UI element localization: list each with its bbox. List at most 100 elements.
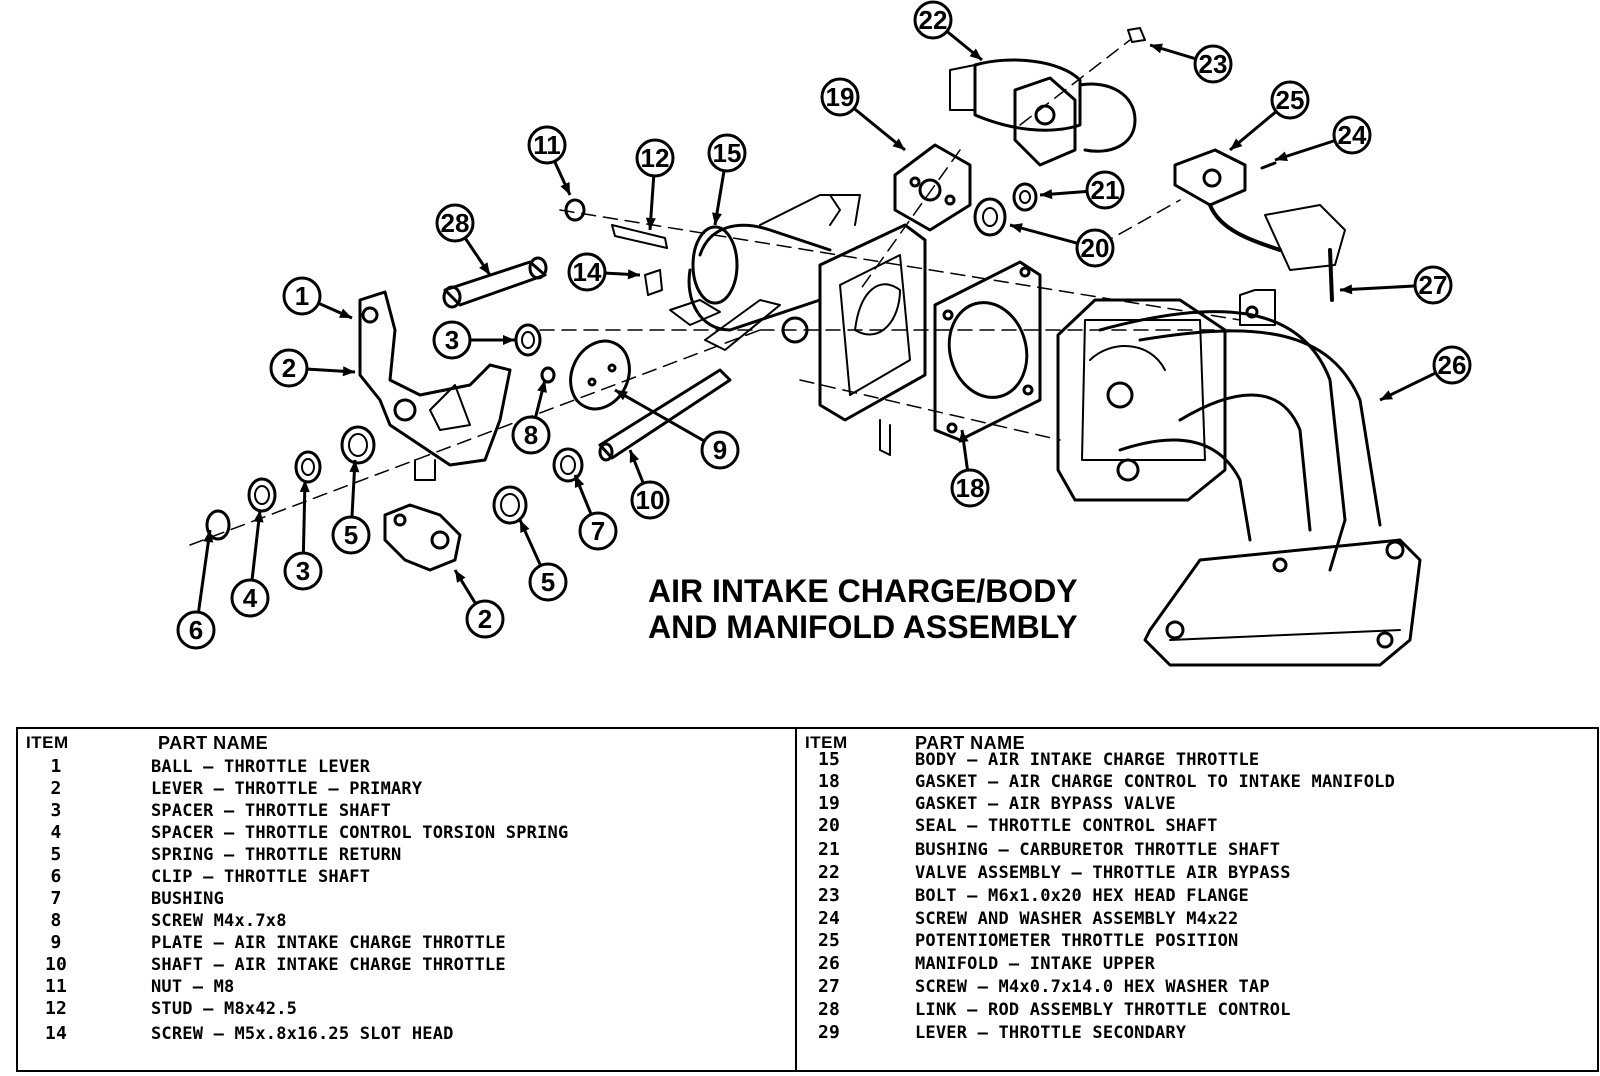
callout-10: 10: [628, 449, 670, 520]
callout-arrowhead: [958, 430, 969, 443]
callout-arrowhead: [1340, 284, 1353, 295]
callout-number: 3: [296, 556, 310, 586]
callout-arrowhead: [299, 480, 310, 493]
callout-6: 6: [176, 529, 216, 650]
callout-arrowhead: [503, 335, 515, 345]
legend-item-number: 24: [817, 908, 841, 929]
callout-circle: [820, 77, 860, 117]
callout-arrowhead: [1010, 223, 1023, 233]
callout-circle: [331, 515, 371, 555]
callout-circle: [700, 430, 740, 470]
callout-arrowhead: [342, 366, 355, 377]
legend-item-number: 1: [50, 756, 62, 777]
callout-circle: [435, 203, 475, 243]
callout-circle: [1270, 80, 1310, 120]
callout-number: 26: [1438, 350, 1467, 380]
secondary-lever-drawing: [383, 503, 462, 572]
callout-number: 5: [344, 520, 358, 550]
callout-circle: [630, 480, 670, 520]
throttle-body-drawing: [669, 194, 927, 456]
callout-arrowhead: [537, 380, 547, 393]
legend-part-name: LEVER – THROTTLE SECONDARY: [915, 1023, 1187, 1043]
legend-part-name: SPRING – THROTTLE RETURN: [151, 845, 402, 865]
legend-item-number: 2: [50, 778, 62, 799]
legend-part-name: LEVER – THROTTLE – PRIMARY: [151, 779, 423, 799]
legend-item-number: 29: [817, 1022, 841, 1043]
callout-number: 11: [533, 130, 561, 160]
legend-part-name: BOLT – M6x1.0x20 HEX HEAD FLANGE: [915, 886, 1249, 906]
callout-24: 24: [1274, 115, 1372, 162]
callout-2: 2: [453, 569, 505, 639]
callout-arrowhead: [560, 182, 570, 195]
bypass-valve-gasket-drawing: [893, 143, 972, 232]
diagram-title-line-2: AND MANIFOLD ASSEMBLY: [648, 609, 1078, 645]
callout-arrowhead: [615, 390, 628, 401]
potentiometer-drawing: [1173, 148, 1346, 271]
callout-arrowhead: [1275, 151, 1288, 162]
callout-9: 9: [614, 388, 740, 470]
callout-circle: [269, 348, 309, 388]
legend-part-name: SCREW – M5x.8x16.25 SLOT HEAD: [151, 1024, 454, 1044]
callout-circle: [465, 599, 505, 639]
legend-part-name: BUSHING: [151, 889, 225, 909]
callout-arrowhead: [349, 460, 360, 473]
legend-header-item: ITEM: [805, 733, 848, 752]
bypass-valve-drawing: [949, 58, 1137, 167]
legend-item-number: 9: [50, 932, 62, 953]
callout-number: 4: [243, 583, 258, 613]
callout-number: 24: [1338, 120, 1367, 150]
callout-circle: [950, 468, 990, 508]
callout-arrowhead: [1040, 189, 1053, 200]
callout-arrowhead: [574, 475, 585, 488]
callout-3: 3: [432, 320, 515, 360]
legend-item-number: 5: [50, 844, 62, 865]
callout-arrowhead: [479, 262, 490, 275]
legend-part-name: BODY – AIR INTAKE CHARGE THROTTLE: [915, 750, 1260, 770]
callout-7: 7: [573, 474, 618, 551]
callout-circle: [567, 252, 607, 292]
callout-11: 11: [527, 125, 572, 196]
callout-leader-line: [197, 529, 212, 612]
callout-leader-line: [1339, 284, 1415, 292]
legend-part-name: CLIP – THROTTLE SHAFT: [151, 867, 371, 887]
callout-number: 23: [1199, 49, 1228, 79]
washers-and-springs-drawing: [205, 27, 1334, 541]
callout-20: 20: [1009, 223, 1115, 268]
callout-circle: [1075, 228, 1115, 268]
legend-part-name: MANIFOLD – INTAKE UPPER: [915, 954, 1156, 974]
callout-number: 21: [1091, 175, 1120, 205]
callout-circle: [527, 125, 567, 165]
callout-12: 12: [635, 138, 675, 231]
callout-circle: [230, 578, 270, 618]
callout-circle: [635, 138, 675, 178]
legend-part-name: LINK – ROD ASSEMBLY THROTTLE CONTROL: [915, 1000, 1291, 1020]
exploded-view-diagram: 2223192524111215212820142713262891018575…: [176, 0, 1472, 667]
callout-28: 28: [435, 203, 492, 276]
callout-circle: [578, 511, 618, 551]
legend-item-number: 10: [44, 954, 68, 975]
legend-part-name: GASKET – AIR CHARGE CONTROL TO INTAKE MA…: [915, 772, 1396, 792]
callout-number: 1: [295, 281, 309, 311]
legend-item-number: 18: [817, 771, 841, 792]
legend-part-name: PLATE – AIR INTAKE CHARGE THROTTLE: [151, 933, 506, 953]
callout-5: 5: [331, 459, 371, 555]
callout-14: 14: [567, 252, 641, 292]
legend-item-number: 15: [817, 749, 841, 770]
legend-item-number: 20: [817, 815, 841, 836]
callout-circle: [432, 320, 472, 360]
callout-number: 2: [282, 353, 296, 383]
callout-number: 22: [919, 5, 948, 35]
callout-number: 12: [641, 143, 670, 173]
callout-arrowhead: [203, 530, 214, 543]
legend-item-number: 4: [50, 822, 62, 843]
callout-25: 25: [1229, 80, 1310, 152]
legend-item-number: 8: [50, 910, 62, 931]
callout-circle: [176, 610, 216, 650]
callout-arrowhead: [645, 217, 656, 230]
legend-item-number: 14: [44, 1023, 68, 1044]
legend-item-number: 21: [817, 839, 841, 860]
callout-circle: [511, 415, 551, 455]
callout-27: 27: [1339, 265, 1453, 305]
legend-part-name: NUT – M8: [151, 977, 235, 997]
